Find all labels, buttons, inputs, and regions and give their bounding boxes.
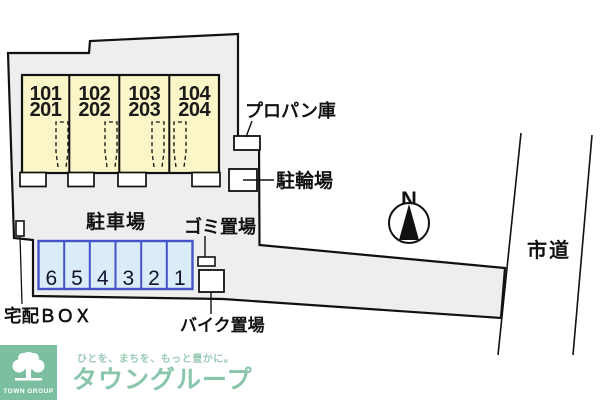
- city-road-label: 市道: [527, 238, 571, 262]
- bike-parking-box: [198, 269, 225, 293]
- stall-number-2: 2: [148, 267, 160, 290]
- stall-number-1: 1: [174, 267, 186, 290]
- entrance-step: [19, 171, 47, 188]
- footer-logo: TOWN GROUP ひとを、まちを、もっと豊かに。 タウングループ: [0, 345, 253, 400]
- car-parking-label: 駐車場: [86, 210, 146, 233]
- unit-label-202: 202: [78, 99, 110, 121]
- entrance-step: [117, 171, 147, 188]
- propane-box: [233, 135, 261, 151]
- unit-label-103: 103: [128, 83, 160, 105]
- stall-number-5: 5: [71, 267, 83, 290]
- bike-parking-label: バイク置場: [180, 316, 265, 335]
- garbage-label: ゴミ置場: [184, 216, 256, 237]
- entrance-dashed-symbol: [151, 121, 165, 168]
- garbage-box: [197, 256, 216, 267]
- unit-label-101: 101: [30, 83, 62, 105]
- unit-label-104: 104: [178, 83, 211, 105]
- entrance-step: [191, 171, 221, 188]
- propane-leader-line: [245, 120, 253, 138]
- compass-needle: [399, 204, 419, 240]
- entrance-dashed-symbol: [173, 121, 187, 168]
- logo-caption: TOWN GROUP: [3, 388, 54, 395]
- unit-label-204: 204: [178, 99, 211, 121]
- stall-number-4: 4: [97, 267, 109, 290]
- unit-label-102: 102: [78, 83, 110, 105]
- road-edge-right: [572, 134, 593, 356]
- bicycle-parking-label: 駐輪場: [276, 169, 333, 192]
- delivery-box-label: 宅配ＢＯＸ: [4, 306, 92, 326]
- stall-number-6: 6: [45, 267, 57, 290]
- stall-number-3: 3: [122, 267, 134, 290]
- entrance-dashed-symbol: [55, 121, 69, 168]
- brand-name: タウングループ: [72, 366, 253, 394]
- unit-label-203: 203: [128, 99, 160, 121]
- delivery-leader-line: [19, 235, 23, 305]
- unit-label-201: 201: [30, 99, 62, 121]
- propane-label: プロパン庫: [245, 100, 336, 121]
- delivery-box: [15, 220, 25, 237]
- brand-tagline: ひとを、まちを、もっと豊かに。: [77, 352, 234, 365]
- road-edge-left: [497, 132, 522, 356]
- tree-icon: [12, 352, 45, 381]
- north-arrow: N: [388, 187, 430, 244]
- entrance-dashed-symbol: [104, 121, 118, 168]
- entrance-step: [67, 171, 95, 188]
